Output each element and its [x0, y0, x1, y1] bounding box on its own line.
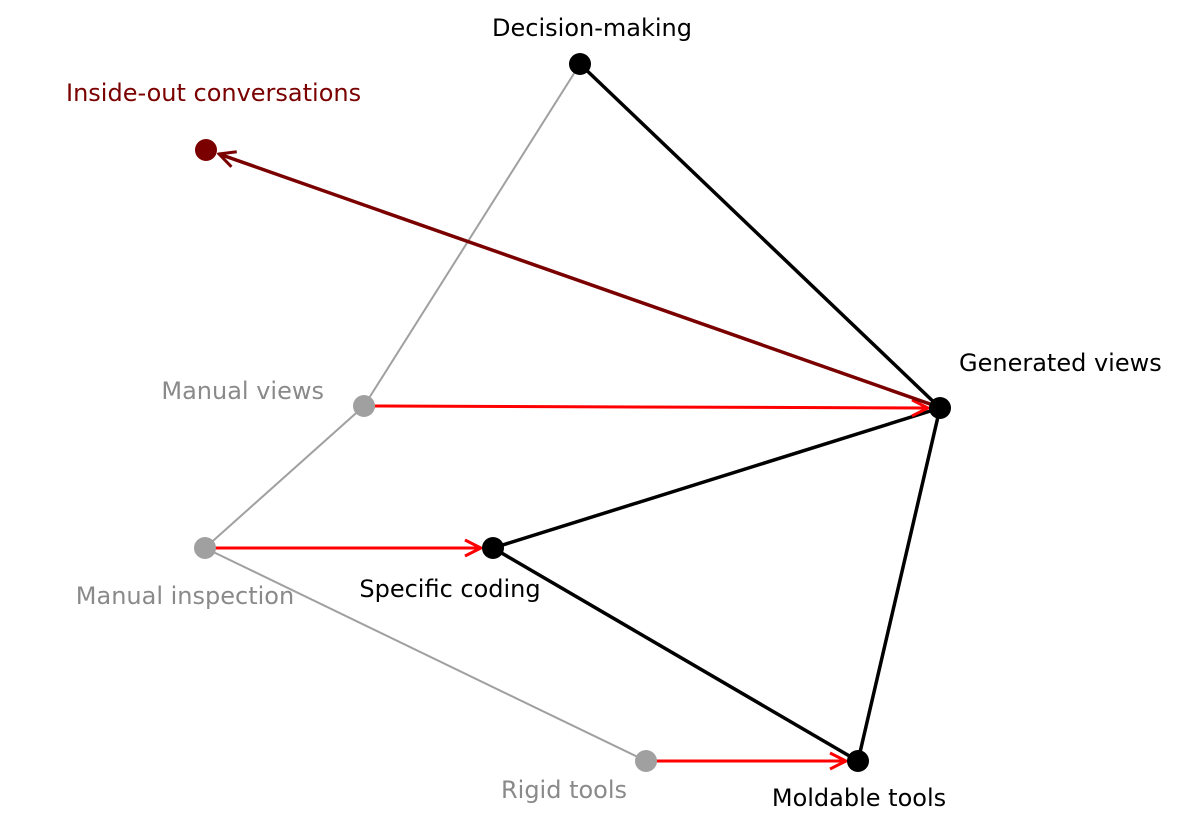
label-inside-out-conversations: Inside-out conversations — [66, 79, 361, 107]
node-manual-views — [353, 395, 375, 417]
label-generated-views: Generated views — [959, 349, 1162, 377]
node-rigid-tools — [635, 750, 657, 772]
label-manual-views: Manual views — [161, 377, 324, 405]
edge-manual-inspection-to-rigid-tools — [204, 547, 647, 762]
node-manual-inspection — [194, 537, 216, 559]
label-rigid-tools: Rigid tools — [501, 776, 627, 804]
edge-manual-views-to-manual-inspection — [204, 405, 365, 549]
label-decision-making: Decision-making — [492, 14, 692, 42]
node-decision-making — [569, 53, 591, 75]
arrow-generated-views-to-inside-out — [219, 154, 931, 406]
node-specific-coding — [482, 537, 504, 559]
edge-generated-views-to-specific-coding — [492, 406, 941, 550]
label-moldable-tools: Moldable tools — [772, 784, 946, 812]
node-inside-out-conversations — [195, 139, 217, 161]
edge-decision-to-generated-views — [578, 62, 942, 410]
edge-specific-coding-to-moldable-tools — [492, 546, 859, 763]
label-specific-coding: Specific coding — [359, 575, 540, 603]
node-generated-views — [929, 397, 951, 419]
node-moldable-tools — [847, 750, 869, 772]
edge-decision-to-manual-views — [363, 63, 581, 407]
arrow-manual-views-to-generated-views — [373, 406, 928, 408]
label-manual-inspection: Manual inspection — [76, 582, 294, 610]
edge-generated-views-to-moldable-tools — [856, 407, 942, 762]
